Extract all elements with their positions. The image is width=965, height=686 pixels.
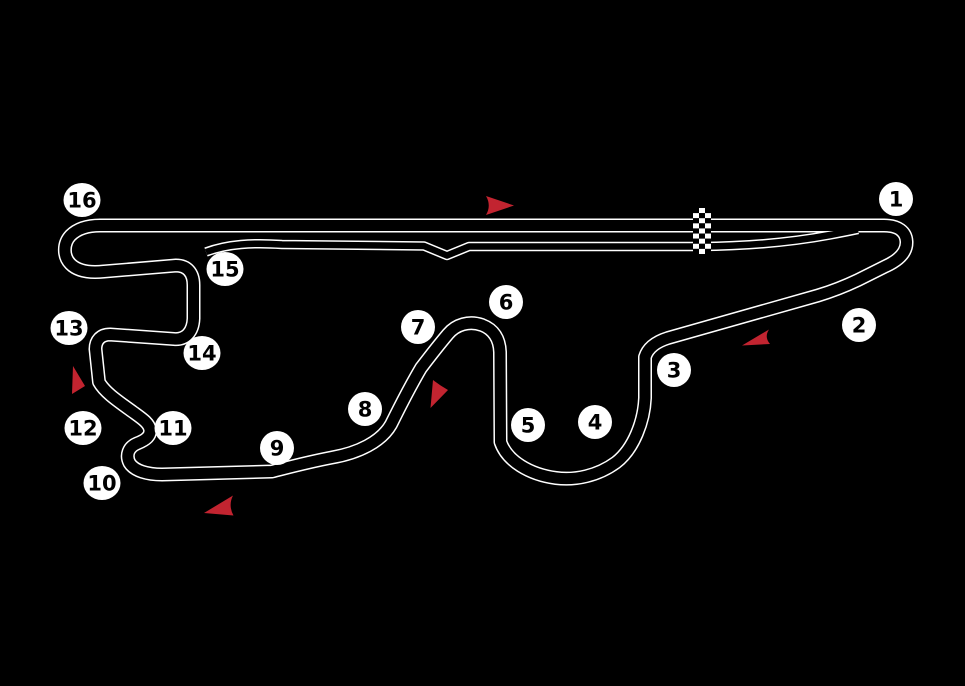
checker-cell — [699, 223, 705, 229]
turn-marker-circle — [511, 408, 545, 442]
turn-number-label: 6 — [499, 291, 514, 315]
checker-cell — [693, 228, 699, 234]
turn-number-label: 15 — [210, 258, 239, 282]
turn-marker-15: 15 — [206, 252, 244, 286]
turn-marker-circle — [657, 353, 691, 387]
turn-marker-8: 8 — [348, 392, 382, 426]
turn-marker-16: 16 — [63, 183, 101, 217]
turn-marker-circle — [64, 411, 102, 445]
main-circuit-surface — [59, 220, 912, 485]
checker-cell — [699, 218, 705, 224]
checker-cell — [705, 208, 711, 214]
checker-cell — [699, 213, 705, 219]
turn-marker-4: 4 — [578, 405, 612, 439]
checker-cell — [699, 248, 705, 254]
turn-marker-circle — [578, 405, 612, 439]
turn-marker-2: 2 — [842, 308, 876, 342]
checker-cell — [693, 233, 699, 239]
turn-marker-10: 10 — [83, 466, 121, 500]
turn-marker-circle — [842, 308, 876, 342]
turn-marker-circle — [260, 431, 294, 465]
checker-cell — [705, 248, 711, 254]
arrow-turn2-to-turn3-left — [742, 329, 770, 346]
turn-number-label: 12 — [68, 417, 97, 441]
turn-marker-circle — [50, 311, 88, 345]
turn-marker-12: 12 — [64, 411, 102, 445]
start-finish-checker-line — [693, 208, 711, 254]
arrow-turn7-to-turn8-down — [430, 380, 448, 408]
turn-number-label: 3 — [667, 359, 682, 383]
checker-cell — [705, 238, 711, 244]
checker-cell — [699, 238, 705, 244]
checker-cell — [699, 233, 705, 239]
turn-marker-circle — [489, 285, 523, 319]
turn-number-label: 5 — [521, 414, 536, 438]
turn-marker-circle — [401, 310, 435, 344]
turn-marker-circle — [879, 182, 913, 216]
turn-number-label: 9 — [270, 437, 285, 461]
turn-marker-circle — [348, 392, 382, 426]
turn-number-label: 16 — [67, 189, 96, 213]
turn-marker-13: 13 — [50, 311, 88, 345]
checker-cell — [693, 248, 699, 254]
turn-marker-circle — [206, 252, 244, 286]
turn-marker-circle — [83, 466, 121, 500]
checker-cell — [705, 233, 711, 239]
checker-cell — [699, 208, 705, 214]
turn-number-label: 4 — [588, 411, 603, 435]
checker-cell — [693, 208, 699, 214]
checker-cell — [693, 223, 699, 229]
checker-cell — [693, 243, 699, 249]
turn-marker-5: 5 — [511, 408, 545, 442]
checker-cell — [699, 228, 705, 234]
turn-marker-3: 3 — [657, 353, 691, 387]
checker-cell — [693, 238, 699, 244]
arrow-main-straight-right — [486, 196, 514, 215]
turn-number-label: 2 — [852, 314, 867, 338]
direction-arrows — [72, 196, 770, 516]
checker-cell — [705, 223, 711, 229]
turn-marker-7: 7 — [401, 310, 435, 344]
checker-cell — [699, 243, 705, 249]
track-road-surface — [59, 220, 912, 485]
turn-marker-circle — [63, 183, 101, 217]
turn-marker-14: 14 — [183, 336, 221, 370]
pit-lane-surface — [204, 226, 859, 259]
turn-marker-9: 9 — [260, 431, 294, 465]
turn-number-label: 13 — [54, 317, 83, 341]
turn-number-label: 14 — [187, 342, 216, 366]
arrow-turn12-to-turn13-up — [72, 366, 85, 394]
turn-marker-circle — [183, 336, 221, 370]
checker-cell — [705, 243, 711, 249]
checker-cell — [705, 218, 711, 224]
turn-number-label: 7 — [411, 316, 426, 340]
checker-cell — [693, 213, 699, 219]
checker-cell — [705, 213, 711, 219]
turn-number-label: 8 — [358, 398, 373, 422]
turn-marker-1: 1 — [879, 182, 913, 216]
turn-marker-6: 6 — [489, 285, 523, 319]
checker-cell — [693, 218, 699, 224]
turn-marker-circle — [154, 411, 192, 445]
checker-cell — [705, 228, 711, 234]
arrow-turn9-to-turn10-left — [204, 495, 234, 516]
turn-number-label: 11 — [158, 417, 187, 441]
turn-marker-11: 11 — [154, 411, 192, 445]
turn-number-label: 10 — [87, 472, 116, 496]
turn-number-label: 1 — [889, 188, 904, 212]
